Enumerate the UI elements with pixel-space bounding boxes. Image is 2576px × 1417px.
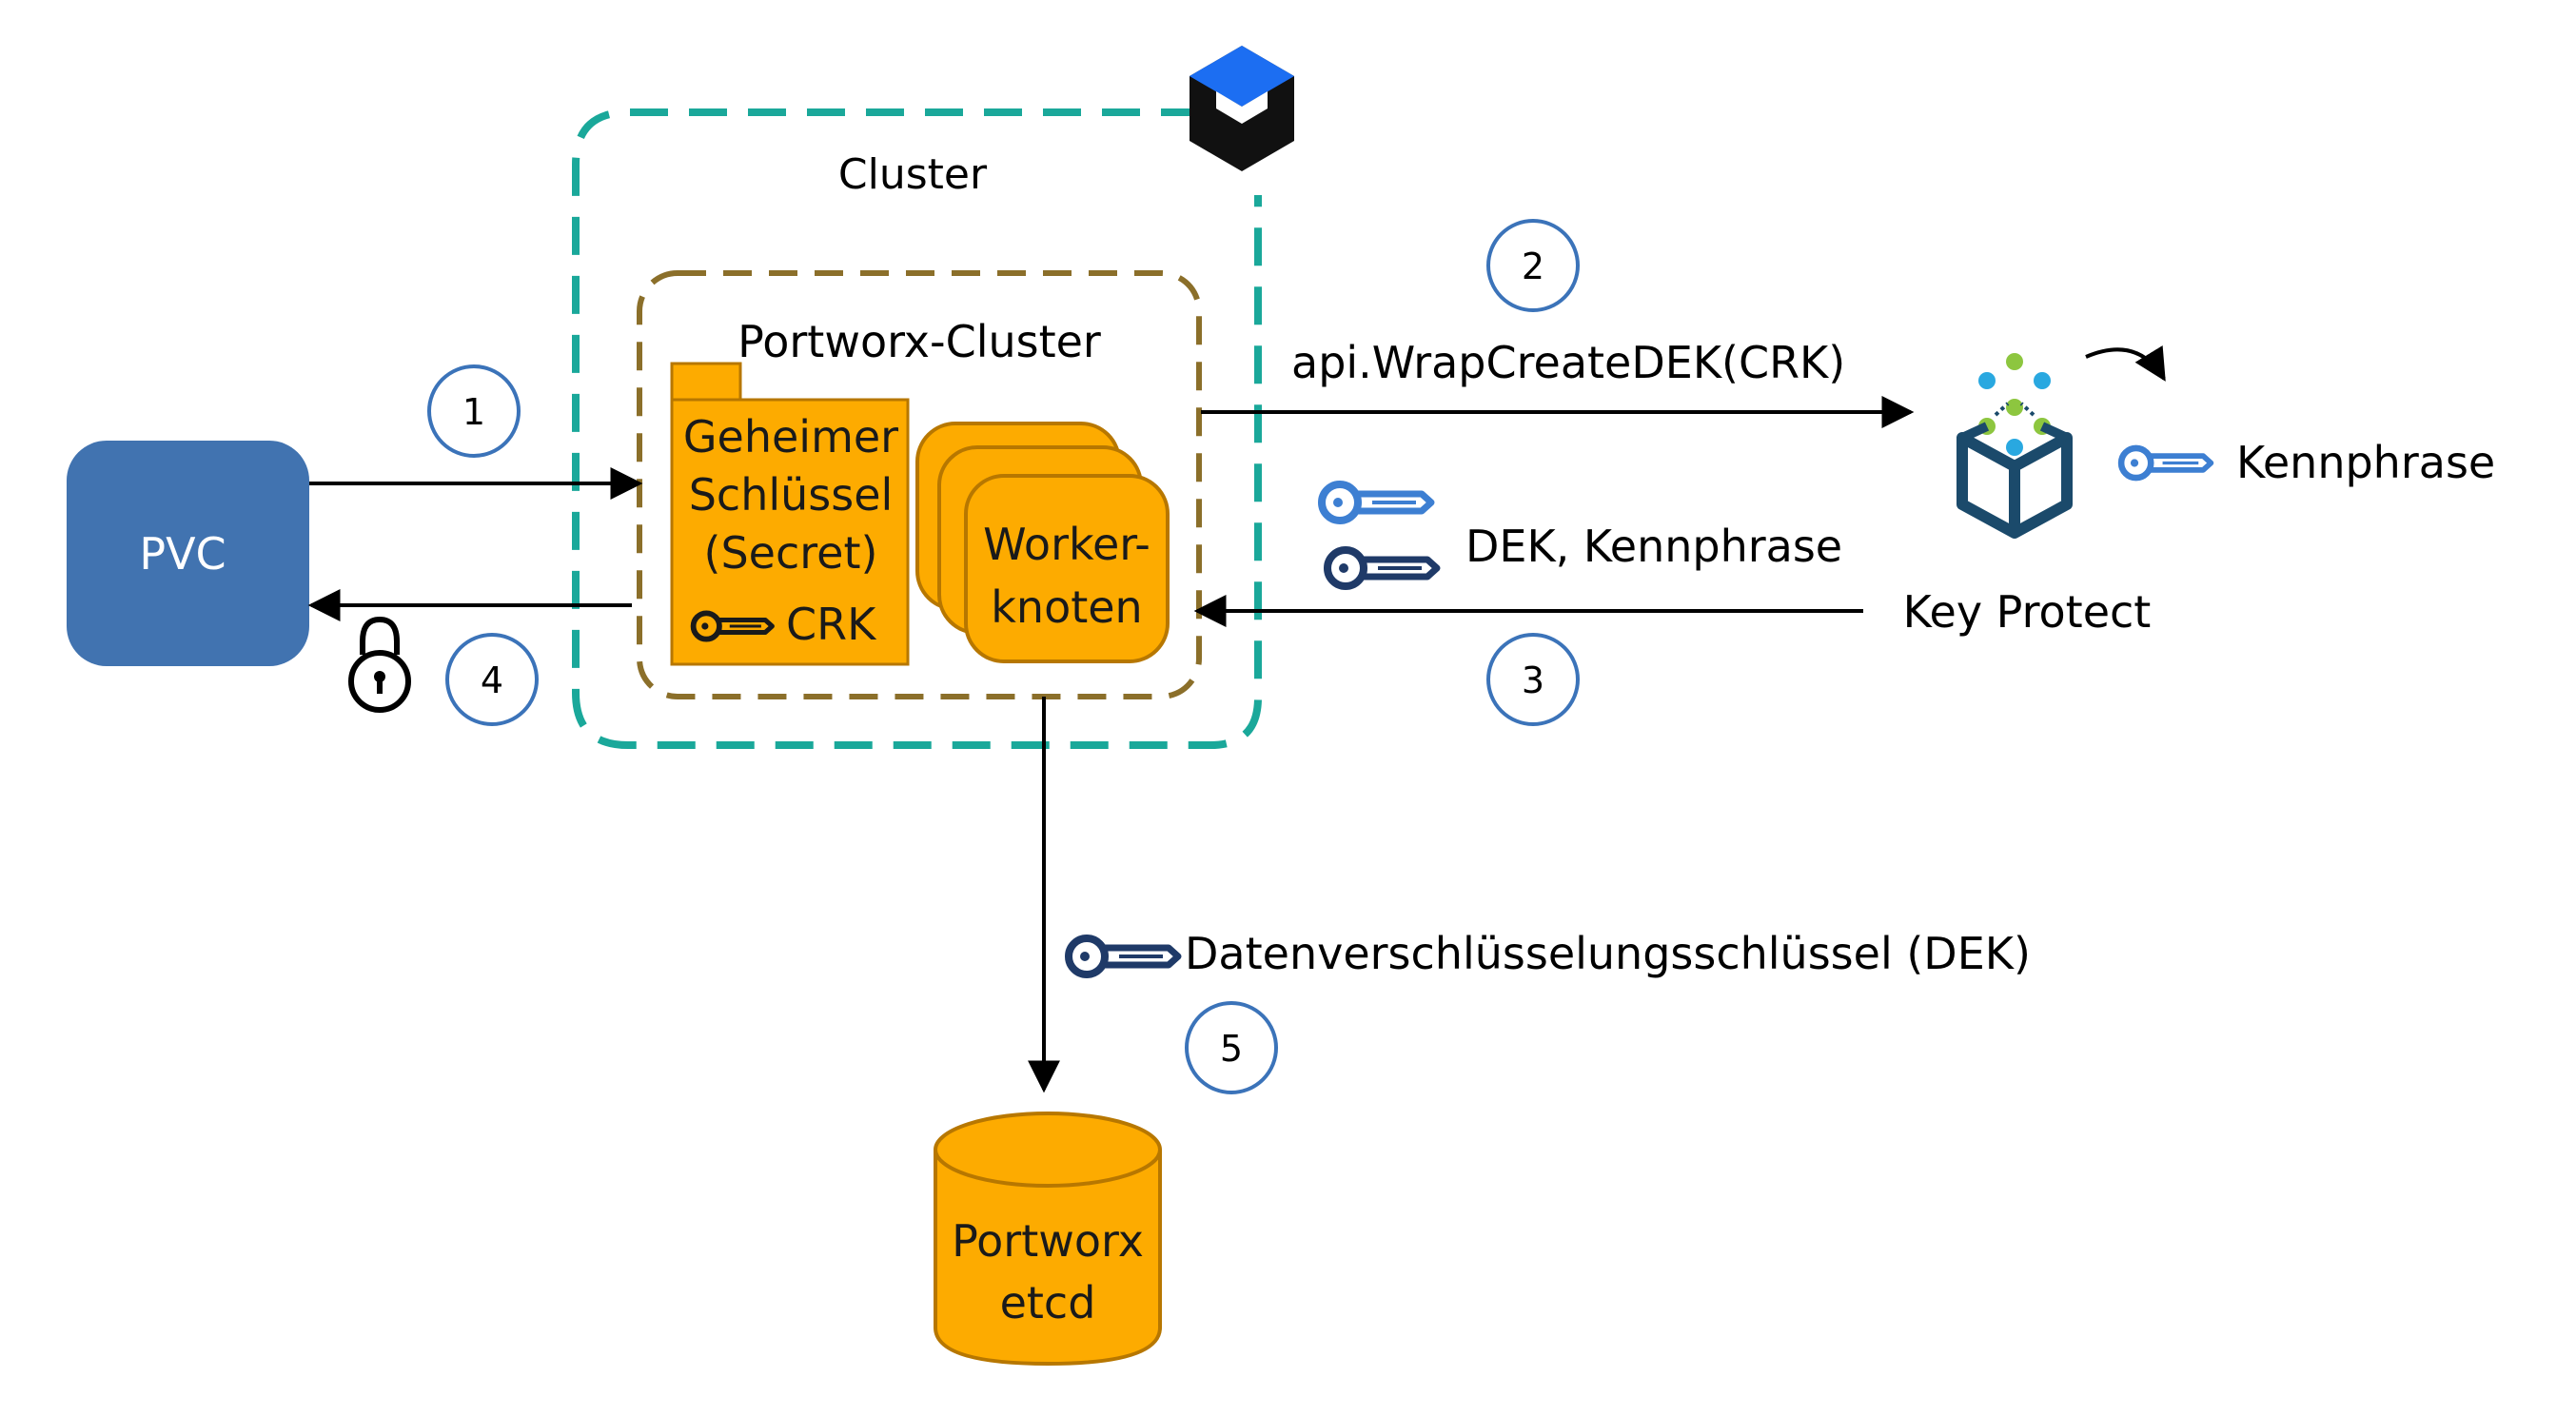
step-number-4: 4 (481, 659, 503, 701)
curved-arrow-to-passphrase (2085, 345, 2166, 382)
worker-label-line2: knoten (991, 581, 1142, 633)
cluster-label: Cluster (838, 150, 988, 199)
step-circle-1: 1 (427, 364, 521, 458)
portworx-cluster-label: Portworx-Cluster (737, 316, 1101, 367)
dek-key-icon (1069, 938, 1178, 974)
secret-label-line3: (Secret) (704, 527, 878, 579)
step-number-1: 1 (462, 391, 485, 433)
dek-key-icon-light (1322, 484, 1431, 521)
pvc-label: PVC (139, 528, 226, 580)
worker-nodes-stack (915, 422, 1170, 663)
portworx-etcd-cylinder (934, 1112, 1162, 1367)
passphrase-key-icon (2121, 448, 2211, 478)
passphrase-label: Kennphrase (2236, 437, 2495, 488)
step-number-3: 3 (1522, 659, 1544, 701)
key-protect-icon (1957, 353, 2073, 539)
step-circle-5: 5 (1185, 1001, 1278, 1094)
etcd-label-line2: etcd (1000, 1277, 1096, 1328)
key-protect-label: Key Protect (1903, 586, 2152, 638)
dek-full-label: Datenverschlüsselungsschlüssel (DEK) (1185, 928, 2031, 979)
secret-label-line2: Schlüssel (689, 469, 894, 521)
kubernetes-service-logo-icon (1190, 46, 1294, 171)
step-number-2: 2 (1522, 246, 1544, 287)
step-circle-4: 4 (445, 633, 539, 726)
cluster-boundary (572, 108, 1262, 749)
crk-label: CRK (786, 599, 877, 650)
step-number-5: 5 (1220, 1028, 1243, 1070)
worker-label-line1: Worker- (983, 519, 1150, 570)
secret-folder (670, 362, 910, 666)
etcd-label-line1: Portworx (952, 1215, 1144, 1267)
step-circle-2: 2 (1486, 219, 1580, 312)
wrap-call-label: api.WrapCreateDEK(CRK) (1291, 337, 1845, 388)
dek-passphrase-label: DEK, Kennphrase (1465, 521, 1842, 572)
dek-key-icon-dark (1327, 550, 1437, 586)
pvc-box (67, 441, 309, 666)
padlock-icon (348, 616, 411, 713)
step-circle-3: 3 (1486, 633, 1580, 726)
secret-label-line1: Geheimer (683, 411, 898, 462)
